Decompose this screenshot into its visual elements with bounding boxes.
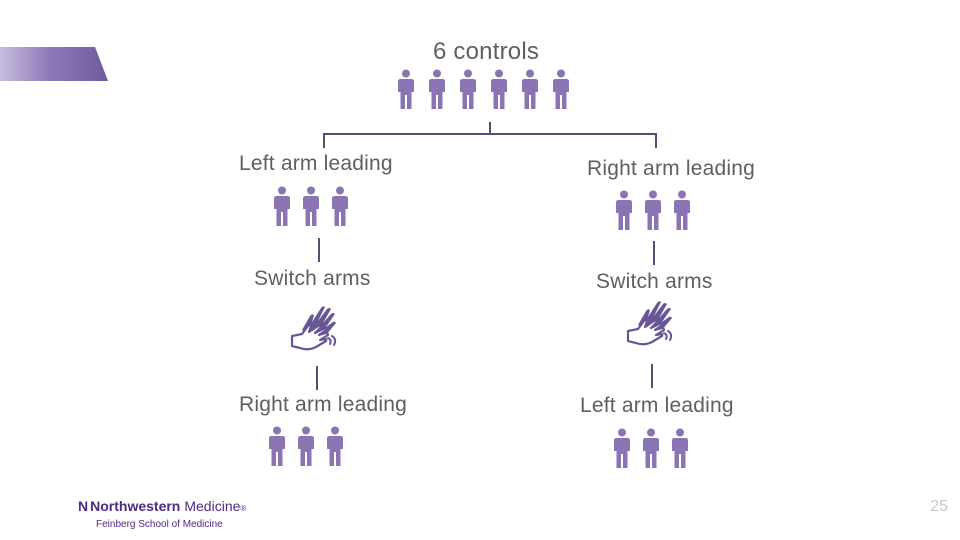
logo-text-light: Medicine xyxy=(184,498,241,514)
person-icon xyxy=(268,426,286,466)
hands-switch-icon xyxy=(288,302,344,358)
person-icon xyxy=(673,190,691,230)
person-icon xyxy=(644,190,662,230)
left-top-group xyxy=(273,186,349,226)
tree-crossbar xyxy=(323,133,657,135)
left-connector-2 xyxy=(316,366,318,390)
corner-banner xyxy=(0,47,108,81)
person-icon xyxy=(671,428,689,468)
person-icon xyxy=(326,426,344,466)
hands-switch-icon xyxy=(624,297,680,353)
person-icon xyxy=(642,428,660,468)
tree-left-drop xyxy=(323,133,325,148)
person-icon xyxy=(302,186,320,226)
tree-right-drop xyxy=(655,133,657,148)
left-top-label: Left arm leading xyxy=(239,152,393,175)
person-icon xyxy=(521,69,539,109)
right-top-label: Right arm leading xyxy=(587,157,755,180)
right-bottom-group xyxy=(613,428,689,468)
controls-group xyxy=(397,69,570,109)
person-icon xyxy=(552,69,570,109)
diagram-title: 6 controls xyxy=(433,38,540,65)
person-icon xyxy=(615,190,633,230)
right-top-group xyxy=(615,190,691,230)
person-icon xyxy=(428,69,446,109)
person-icon xyxy=(397,69,415,109)
person-icon xyxy=(459,69,477,109)
page-number: 25 xyxy=(930,498,948,515)
right-connector-1 xyxy=(653,241,655,265)
person-icon xyxy=(273,186,291,226)
logo-mark: N xyxy=(78,498,88,514)
logo-text-bold: Northwestern xyxy=(90,498,181,514)
person-icon xyxy=(490,69,508,109)
left-bottom-label: Right arm leading xyxy=(239,393,407,416)
person-icon xyxy=(331,186,349,226)
person-icon xyxy=(613,428,631,468)
left-middle-label: Switch arms xyxy=(254,267,371,290)
left-connector-1 xyxy=(318,238,320,262)
right-bottom-label: Left arm leading xyxy=(580,394,734,417)
tree-stem xyxy=(489,122,491,134)
right-middle-label: Switch arms xyxy=(596,270,713,293)
logo-subtitle: Feinberg School of Medicine xyxy=(96,519,223,530)
northwestern-medicine-logo: N Northwestern Medicine ® Feinberg Schoo… xyxy=(78,498,246,530)
left-bottom-group xyxy=(268,426,344,466)
right-connector-2 xyxy=(651,364,653,388)
person-icon xyxy=(297,426,315,466)
logo-registered: ® xyxy=(240,504,247,513)
